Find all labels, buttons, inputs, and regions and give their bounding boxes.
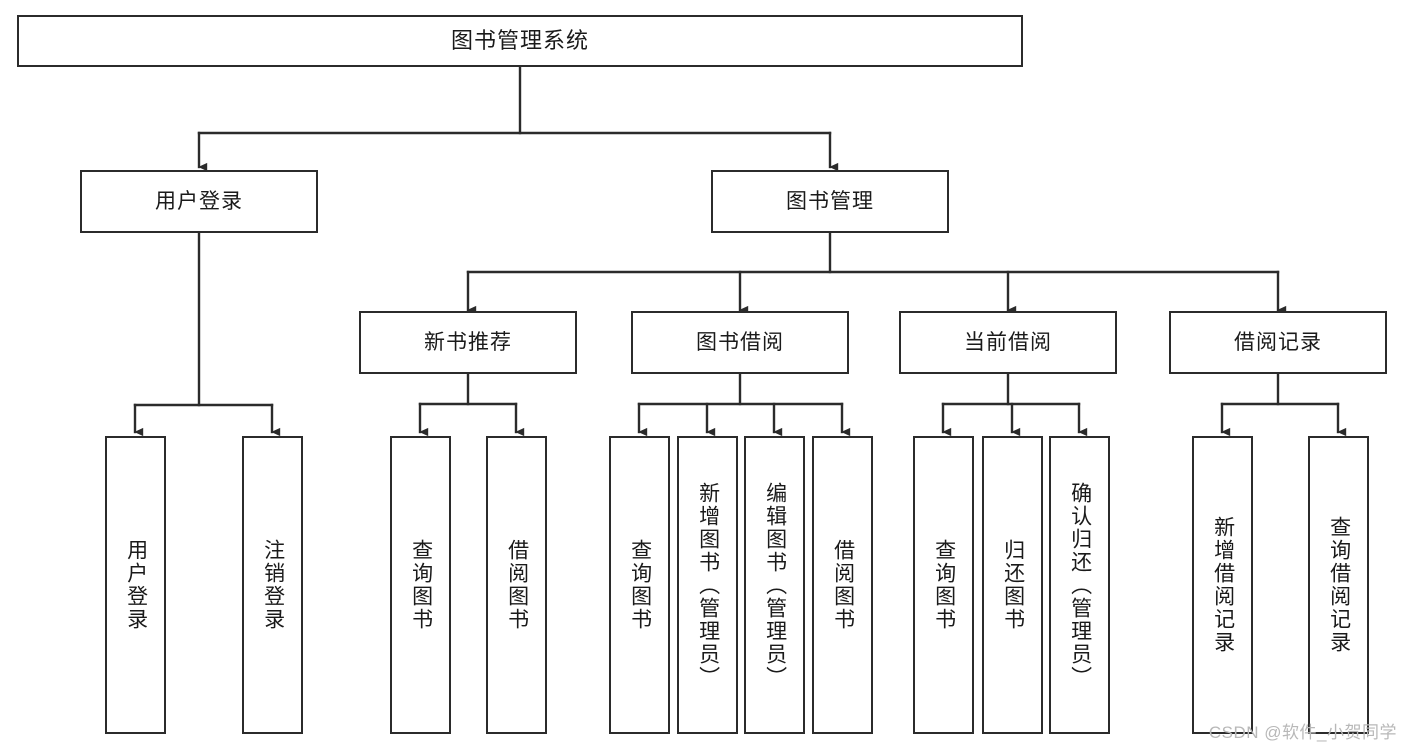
node-book-borrow[interactable]: 图书借阅 — [631, 311, 849, 374]
node-label: 借阅记录 — [1234, 330, 1322, 354]
node-leaf-add-book[interactable]: 新增图书（管理员） — [677, 436, 738, 734]
node-borrow-record[interactable]: 借阅记录 — [1169, 311, 1387, 374]
node-leaf-confirm-return[interactable]: 确认归还（管理员） — [1049, 436, 1110, 734]
node-book-management[interactable]: 图书管理 — [711, 170, 949, 233]
node-current-borrow[interactable]: 当前借阅 — [899, 311, 1117, 374]
node-leaf-logout-login[interactable]: 注销登录 — [242, 436, 303, 734]
node-leaf-user-login[interactable]: 用户登录 — [105, 436, 166, 734]
node-label: 新增借阅记录 — [1211, 516, 1235, 654]
node-label: 借阅图书 — [505, 539, 529, 631]
node-label: 图书借阅 — [696, 330, 784, 354]
node-label: 用户登录 — [155, 189, 243, 213]
node-label: 图书管理 — [786, 189, 874, 213]
node-label: 查询图书 — [628, 539, 652, 631]
node-leaf-query-book-current[interactable]: 查询图书 — [913, 436, 974, 734]
node-label: 查询图书 — [409, 539, 433, 631]
node-label: 借阅图书 — [831, 539, 855, 631]
node-label: 注销登录 — [261, 539, 285, 631]
node-user-login[interactable]: 用户登录 — [80, 170, 318, 233]
node-label: 新书推荐 — [424, 330, 512, 354]
node-leaf-add-borrow-record[interactable]: 新增借阅记录 — [1192, 436, 1253, 734]
node-leaf-edit-book[interactable]: 编辑图书（管理员） — [744, 436, 805, 734]
node-label: 图书管理系统 — [450, 27, 589, 53]
node-leaf-query-book-borrow[interactable]: 查询图书 — [609, 436, 670, 734]
node-label: 用户登录 — [124, 539, 148, 631]
node-leaf-query-borrow-record[interactable]: 查询借阅记录 — [1308, 436, 1369, 734]
node-label: 查询借阅记录 — [1327, 516, 1351, 654]
node-leaf-return-book[interactable]: 归还图书 — [982, 436, 1043, 734]
node-leaf-borrow-book-recommend[interactable]: 借阅图书 — [486, 436, 547, 734]
node-label: 确认归还（管理员） — [1068, 481, 1092, 689]
node-label: 查询图书 — [932, 539, 956, 631]
node-label: 新增图书（管理员） — [696, 481, 720, 689]
watermark-text: CSDN @软件_小贺同学 — [1208, 723, 1397, 742]
node-root-book-management-system[interactable]: 图书管理系统 — [17, 15, 1023, 67]
node-label: 归还图书 — [1001, 539, 1025, 631]
node-leaf-borrow-book[interactable]: 借阅图书 — [812, 436, 873, 734]
node-label: 当前借阅 — [964, 330, 1052, 354]
node-new-book-recommend[interactable]: 新书推荐 — [359, 311, 577, 374]
node-leaf-query-book-recommend[interactable]: 查询图书 — [390, 436, 451, 734]
node-label: 编辑图书（管理员） — [763, 481, 787, 689]
